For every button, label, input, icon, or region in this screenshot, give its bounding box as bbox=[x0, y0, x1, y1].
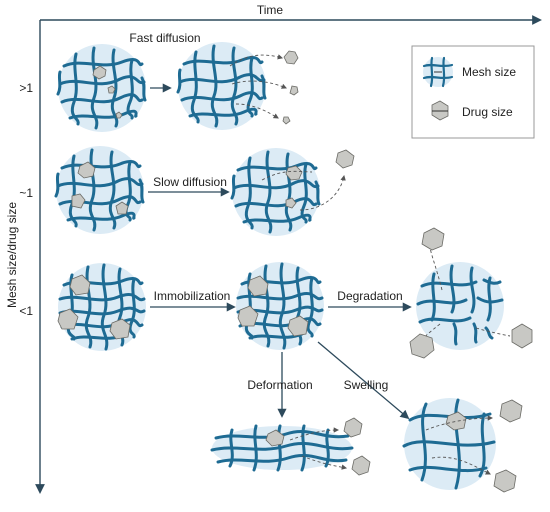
deformed-drug-top bbox=[343, 417, 363, 438]
hydrogel-immobile-start bbox=[57, 263, 146, 351]
swelling-label: Swelling bbox=[344, 378, 389, 392]
degraded-drug-left bbox=[409, 333, 435, 359]
hydrogel-deformed bbox=[210, 424, 354, 472]
hydrogel-fast-start bbox=[56, 44, 147, 132]
fast-released-drugs bbox=[229, 50, 299, 125]
hydrogel-degraded bbox=[416, 245, 511, 350]
row-label-approx1: ~1 bbox=[19, 186, 33, 200]
deformation-label: Deformation bbox=[247, 378, 312, 392]
row-immobilization: Immobilization Degradation bbox=[57, 227, 533, 359]
row-slow-diffusion: Slow diffusion bbox=[54, 146, 355, 236]
hydrogel-immobile-end bbox=[236, 262, 324, 350]
slow-released-drug bbox=[335, 149, 355, 169]
hydrogel-swollen bbox=[402, 398, 496, 490]
time-axis-label: Time bbox=[257, 3, 284, 17]
legend-mesh-label: Mesh size bbox=[462, 65, 516, 79]
mesh-legend-icon bbox=[422, 56, 454, 88]
legend-drug-label: Drug size bbox=[462, 105, 513, 119]
swelling-arrow bbox=[317, 341, 410, 420]
fast-diffusion-label: Fast diffusion bbox=[129, 31, 200, 45]
slow-release-arrow bbox=[299, 174, 346, 211]
deformed-drug-bottom bbox=[351, 455, 371, 476]
row-fast-diffusion: Fast diffusion bbox=[56, 31, 299, 132]
row-deformation-swelling: Deformation Swelling bbox=[210, 341, 523, 493]
swollen-drug-top bbox=[499, 399, 523, 423]
slow-release-trail bbox=[261, 170, 313, 181]
degradation-label: Degradation bbox=[337, 289, 402, 303]
immobilization-label: Immobilization bbox=[154, 289, 231, 303]
legend: Mesh size Drug size bbox=[411, 45, 535, 139]
ratio-axis-label: Mesh size/drug size bbox=[5, 202, 19, 308]
degraded-drug-right bbox=[511, 323, 533, 349]
drug-legend-icon bbox=[431, 100, 449, 121]
row-label-lt1: <1 bbox=[19, 304, 33, 318]
row-label-gt1: >1 bbox=[19, 81, 33, 95]
axes: Time Mesh size/drug size >1 ~1 <1 bbox=[5, 3, 542, 494]
hydrogel-fast-end bbox=[176, 42, 267, 130]
slow-diffusion-label: Slow diffusion bbox=[153, 175, 227, 189]
swollen-drug-bottom bbox=[493, 469, 517, 493]
hydrogel-slow-end bbox=[230, 148, 321, 236]
hydrogel-slow-start bbox=[54, 146, 145, 234]
degraded-drug-top bbox=[421, 227, 445, 251]
